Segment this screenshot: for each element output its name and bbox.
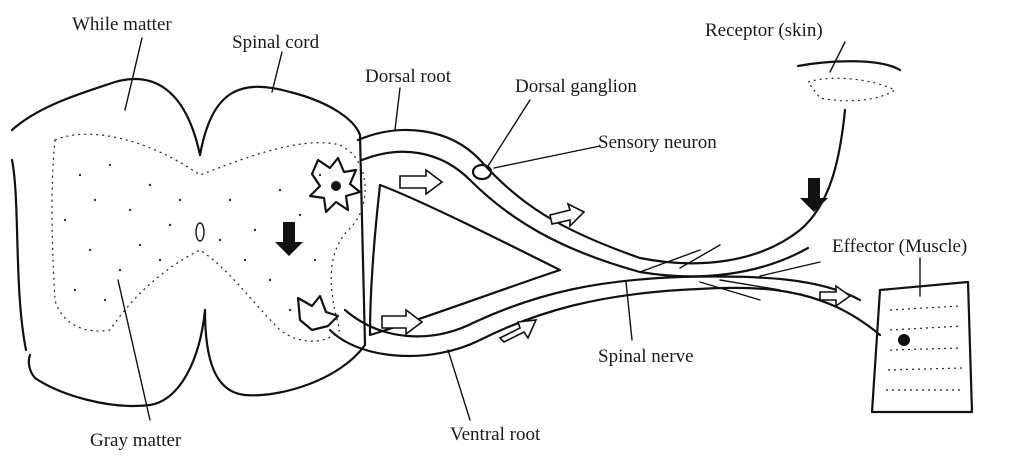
leader-spinal-cord xyxy=(272,52,282,92)
neuromuscular-junction xyxy=(898,334,910,346)
effector-muscle xyxy=(872,282,972,412)
central-canal xyxy=(196,223,204,241)
effector-muscle-striations xyxy=(886,306,962,390)
arrow-interneuron-down xyxy=(275,222,303,256)
label-spinal-cord: Spinal cord xyxy=(232,32,320,53)
label-sensory-neuron: Sensory neuron xyxy=(598,132,717,153)
arrow-receptor-down xyxy=(800,178,828,212)
leader-sensory-neuron xyxy=(494,146,600,168)
motor-neuron-cell xyxy=(298,296,338,330)
leader-receptor xyxy=(830,42,845,72)
arrow-motor-2 xyxy=(500,320,536,342)
gray-matter-outline xyxy=(52,134,365,341)
label-spinal-nerve: Spinal nerve xyxy=(598,346,694,367)
interneuron-nucleus xyxy=(331,181,341,191)
label-receptor: Receptor (skin) xyxy=(705,20,823,41)
gray-matter-grains xyxy=(64,164,321,311)
receptor-skin xyxy=(798,61,900,70)
leader-ventral-root xyxy=(448,350,470,420)
impulse-arrows xyxy=(382,170,850,342)
leader-dorsal-root xyxy=(395,88,400,130)
label-effector: Effector (Muscle) xyxy=(832,236,967,257)
leader-spinal-nerve xyxy=(626,282,632,340)
receptor-skin-texture xyxy=(808,78,895,101)
dorsal-ganglion xyxy=(473,165,491,179)
label-white-matter: While matter xyxy=(72,14,172,35)
leader-gray-matter xyxy=(118,280,150,420)
label-gray-matter: Gray matter xyxy=(90,430,182,451)
label-ventral-root: Ventral root xyxy=(450,424,541,445)
label-dorsal-ganglion: Dorsal ganglion xyxy=(515,76,637,97)
ventral-root-inner xyxy=(345,276,860,336)
arrow-sensory-2 xyxy=(550,204,584,226)
label-dorsal-root: Dorsal root xyxy=(365,66,452,87)
arrow-sensory-1 xyxy=(400,170,442,194)
spinal-cord-outline xyxy=(12,79,365,406)
leader-white-matter xyxy=(125,38,142,110)
spinal-cord-left-edge xyxy=(12,160,26,350)
leader-dorsal-ganglion xyxy=(488,100,530,166)
